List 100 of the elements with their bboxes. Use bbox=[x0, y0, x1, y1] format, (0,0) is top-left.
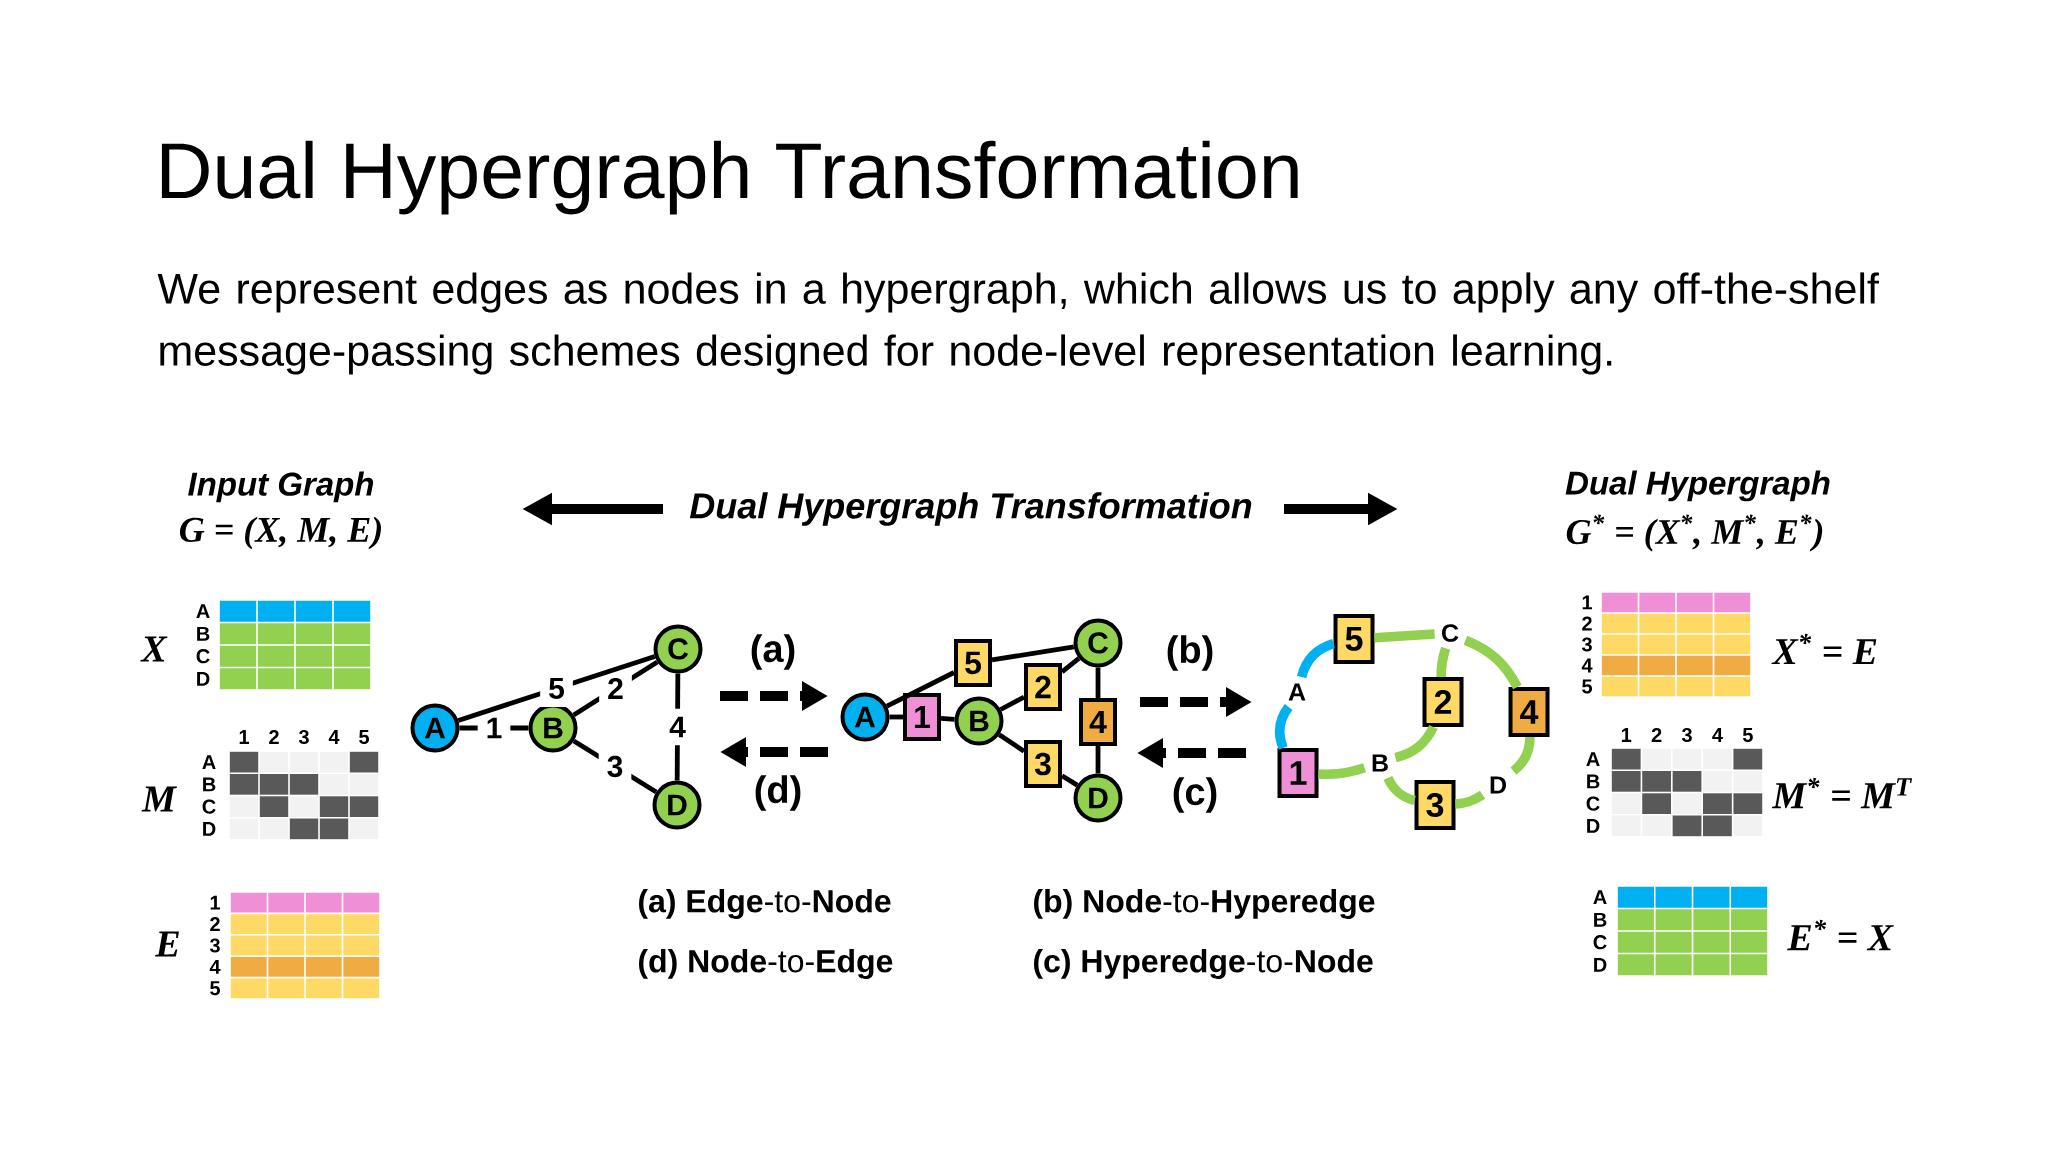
circle-node: A bbox=[840, 692, 890, 742]
circle-node: B bbox=[954, 696, 1004, 746]
row-label: B bbox=[203, 777, 216, 792]
row-label: B bbox=[1594, 912, 1607, 927]
column-label: 2 bbox=[269, 730, 279, 744]
formula: M$^{*}$ = M$^{T}$ bbox=[1771, 777, 1913, 809]
circle-node: D bbox=[1073, 773, 1123, 823]
row-label: D bbox=[1594, 957, 1607, 972]
hyperedge-label: C bbox=[1442, 624, 1459, 642]
column-label: 2 bbox=[1651, 728, 1662, 742]
hyperedge-arc bbox=[1436, 646, 1451, 678]
square-node: 4 bbox=[1508, 687, 1550, 737]
row-label: C bbox=[1586, 796, 1600, 811]
formula: G$^{*}$ = (X$^{*}$, M$^{*}$, E$^{*}$) bbox=[1566, 514, 1823, 552]
formula: X$^{*}$ = E bbox=[1771, 633, 1877, 665]
row-label: 1 bbox=[210, 895, 220, 910]
row-label: C bbox=[202, 799, 216, 814]
row-label: 2 bbox=[210, 917, 220, 932]
circle-node: B bbox=[528, 703, 578, 753]
edge-label: 4 bbox=[661, 708, 694, 746]
edge-line bbox=[1060, 656, 1081, 674]
edge-line bbox=[1095, 746, 1101, 774]
row-label: 5 bbox=[1582, 679, 1593, 694]
column-label: 3 bbox=[298, 729, 309, 745]
square-node: 3 bbox=[1024, 740, 1062, 788]
row-label: D bbox=[203, 822, 216, 836]
edge-label: 5 bbox=[540, 670, 573, 707]
square-node: 4 bbox=[1079, 698, 1117, 746]
title: Dual Hypergraph Transformation bbox=[161, 140, 1298, 215]
row-label: D bbox=[197, 671, 210, 686]
square-node: 2 bbox=[1422, 677, 1464, 727]
step-description: (a) Edge-to-Node bbox=[639, 889, 891, 919]
hyperedge-arc bbox=[1297, 639, 1336, 679]
column-label: 3 bbox=[1681, 727, 1692, 743]
edge-line bbox=[991, 644, 1075, 663]
edge-line bbox=[885, 670, 956, 709]
column-label: 1 bbox=[239, 730, 249, 744]
square-node: 3 bbox=[1414, 780, 1456, 830]
square-node: 5 bbox=[1333, 614, 1375, 664]
hyperedge-arc bbox=[1383, 775, 1416, 806]
body-text: We represent edges as nodes in a hypergraph, which allows us to apply any off-the-shelf message-passing schemes designed for node-level representation learning. bbox=[157, 272, 1879, 375]
arrow-label: Dual Hypergraph Transformation bbox=[689, 492, 1252, 526]
row-label: C bbox=[1593, 935, 1607, 950]
row-label: A bbox=[202, 755, 216, 769]
heading: Dual Hypergraph bbox=[1565, 470, 1830, 502]
row-label: 5 bbox=[210, 981, 220, 996]
row-label: A bbox=[196, 604, 210, 619]
square-node: 1 bbox=[1277, 748, 1319, 798]
hyperedge-label: A bbox=[1288, 683, 1306, 701]
row-label: A bbox=[1593, 890, 1607, 905]
matrix-symbol: M bbox=[141, 786, 177, 812]
edge-line bbox=[940, 715, 955, 722]
formula: G = (X, M, E) bbox=[179, 516, 381, 550]
circle-node: A bbox=[410, 703, 460, 753]
step-label: (d) bbox=[755, 775, 801, 811]
edge-line bbox=[1060, 773, 1079, 788]
edge-label: 1 bbox=[477, 709, 511, 747]
column-label: 4 bbox=[328, 730, 340, 744]
row-label: 2 bbox=[1582, 616, 1592, 631]
circle-node: C bbox=[653, 624, 703, 674]
square-node: 1 bbox=[903, 693, 941, 741]
column-label: 4 bbox=[1712, 728, 1723, 742]
circle-node: C bbox=[1073, 618, 1123, 668]
edge-line bbox=[998, 732, 1026, 754]
row-label: 4 bbox=[209, 960, 221, 974]
edge-line bbox=[1095, 667, 1101, 698]
row-label: A bbox=[1586, 752, 1600, 766]
hyperedge-label: D bbox=[1490, 776, 1506, 794]
row-label: 3 bbox=[209, 938, 220, 953]
step-label: (c) bbox=[1173, 777, 1217, 813]
matrix-symbol: E bbox=[155, 931, 179, 957]
row-label: D bbox=[1587, 819, 1600, 833]
edge-label: 2 bbox=[599, 670, 632, 707]
column-label: 5 bbox=[1742, 728, 1753, 742]
formula: E$^{*}$ = X bbox=[1787, 919, 1894, 951]
row-label: C bbox=[196, 649, 210, 664]
hyperedge-arc bbox=[1510, 736, 1535, 775]
step-description: (c) Hyperedge-to-Node bbox=[1034, 949, 1373, 979]
hyperedge-arc bbox=[1463, 635, 1522, 690]
hyperedge-arc bbox=[1455, 790, 1486, 809]
row-label: B bbox=[197, 626, 210, 641]
matrix-symbol: X bbox=[140, 636, 168, 662]
edge-line bbox=[889, 714, 903, 720]
square-node: 5 bbox=[954, 639, 992, 687]
hyperedge-arc bbox=[1318, 763, 1367, 780]
step-description: (b) Node-to-Hyperedge bbox=[1034, 889, 1375, 919]
row-label: 1 bbox=[1582, 595, 1593, 610]
hyperedge-label: B bbox=[1372, 754, 1388, 772]
square-node: 2 bbox=[1024, 663, 1062, 711]
hyperedge-arc bbox=[1274, 704, 1293, 750]
column-label: 1 bbox=[1621, 728, 1632, 742]
edge-label: 3 bbox=[598, 747, 632, 786]
row-label: 3 bbox=[1581, 637, 1592, 652]
edge-line bbox=[999, 694, 1026, 712]
step-description: (d) Node-to-Edge bbox=[639, 949, 893, 979]
column-label: 5 bbox=[359, 730, 369, 744]
step-label: (a) bbox=[751, 634, 795, 670]
circle-node: D bbox=[652, 780, 702, 830]
row-label: B bbox=[1587, 774, 1600, 789]
step-label: (b) bbox=[1167, 635, 1213, 671]
